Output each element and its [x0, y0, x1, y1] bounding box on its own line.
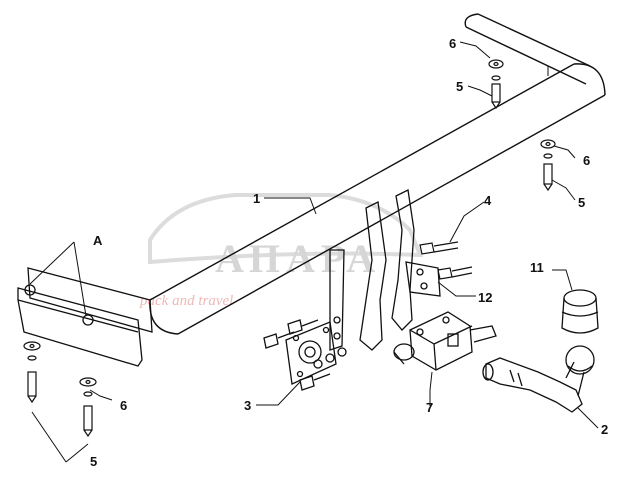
callout-7: 7 — [426, 400, 433, 415]
watermark-tagline: pack and travel — [139, 293, 233, 309]
ball-cap-11 — [561, 289, 599, 334]
callout-1: 1 — [253, 191, 260, 206]
callout-6-left: 6 — [120, 398, 127, 413]
receiver-7 — [393, 311, 497, 371]
socket-plate-3 — [263, 319, 347, 391]
fasteners-left — [23, 341, 97, 438]
callout-labels: 1 6 5 6 5 4 12 11 2 3 7 A 6 5 — [90, 36, 608, 469]
callout-5-left: 5 — [90, 454, 97, 469]
watermark: АПАРА pack and travel — [139, 193, 424, 309]
side-brackets — [329, 189, 415, 351]
callout-11: 11 — [530, 260, 544, 275]
bolts-4 — [419, 241, 473, 280]
tow-ball-2 — [482, 345, 595, 413]
leader-lines — [29, 41, 599, 463]
callout-4: 4 — [484, 193, 492, 208]
callout-2: 2 — [601, 422, 608, 437]
callout-6-top: 6 — [449, 36, 456, 51]
watermark-brand: АПАРА — [215, 236, 381, 281]
callout-5-right: 5 — [578, 195, 585, 210]
left-mounting-bracket — [17, 267, 153, 367]
callout-12: 12 — [478, 290, 492, 305]
plate-12 — [405, 261, 441, 297]
fasteners-right — [488, 59, 556, 192]
callout-5-top: 5 — [456, 79, 463, 94]
crossbar-tube — [149, 13, 606, 335]
callout-3: 3 — [244, 398, 251, 413]
callout-A: A — [93, 233, 103, 248]
callout-6-right: 6 — [583, 153, 590, 168]
